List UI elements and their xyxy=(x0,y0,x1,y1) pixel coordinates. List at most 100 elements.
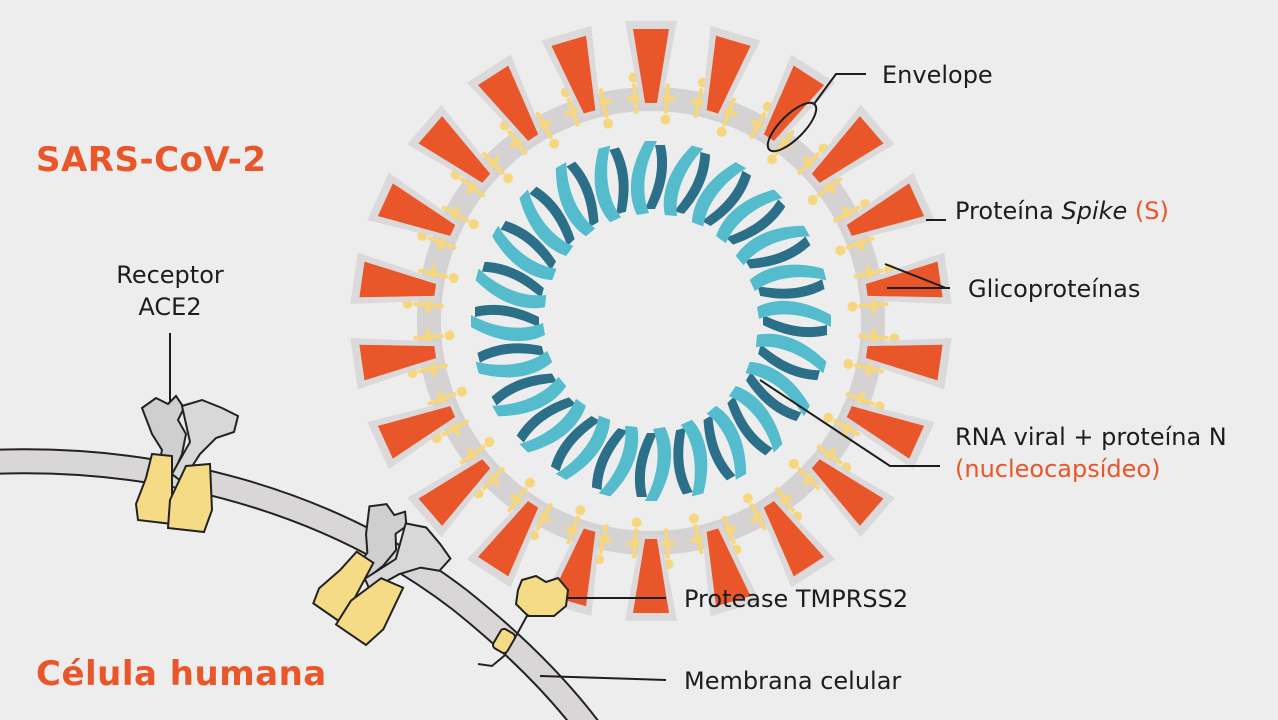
glyco-leader xyxy=(884,263,950,289)
glycoprotein xyxy=(595,88,614,129)
spike-shape xyxy=(865,344,943,381)
ace2-gray-part-2 xyxy=(170,398,240,484)
rna-ribbon-segment xyxy=(749,264,827,299)
rna-label-line2: (nucleocapsídeo) xyxy=(955,455,1161,483)
spike-protein xyxy=(758,495,836,588)
rna-light-strand xyxy=(492,225,557,281)
glycoprotein xyxy=(658,83,675,125)
glyco-bar xyxy=(690,535,707,544)
rna-light-strand xyxy=(555,415,611,480)
spike-protein xyxy=(806,453,895,538)
rna-ribbon-segment xyxy=(475,343,553,378)
rna-dark-strand xyxy=(475,304,539,327)
glyco-bar xyxy=(658,95,675,101)
spike-protein xyxy=(701,25,761,119)
glyco-bar xyxy=(627,541,644,547)
rna-light-strand xyxy=(519,398,586,453)
glycoprotein xyxy=(847,297,889,314)
rna-dark-strand xyxy=(500,220,557,271)
tmprss2-anchor xyxy=(492,627,516,655)
glyco-bar xyxy=(425,297,431,314)
rna-ribbon-segment xyxy=(492,220,557,281)
spike-protein xyxy=(701,523,761,617)
rna-dark-strand xyxy=(758,344,820,381)
rna-dark-strand xyxy=(566,161,599,228)
spike-shape xyxy=(418,116,491,183)
rna-dark-strand xyxy=(529,186,575,247)
spike-shape xyxy=(377,183,456,236)
rna-dark-strand xyxy=(703,414,736,481)
glyco-head xyxy=(847,301,858,312)
rna-light-strand xyxy=(691,162,747,227)
rna-dark-strand xyxy=(701,170,752,227)
rna-light-strand xyxy=(749,264,827,292)
rna-dark-strand xyxy=(516,397,577,443)
glyco-head xyxy=(767,154,778,165)
glyco-head xyxy=(688,513,699,524)
ace2-bound-gray-part-2 xyxy=(363,522,452,592)
glyco-bar xyxy=(595,535,612,544)
receptor-label-line2: ACE2 xyxy=(138,293,202,321)
spike-label-italic: Spike xyxy=(1061,197,1128,225)
spike-protein xyxy=(625,21,677,107)
spike-label: Proteína Spike (S) xyxy=(955,196,1169,226)
rna-ribbon-segment xyxy=(591,425,639,497)
spike-protein xyxy=(407,104,496,189)
glycoprotein xyxy=(459,437,495,466)
rna-light-strand xyxy=(630,141,657,215)
ace2-yellow-left xyxy=(134,452,173,526)
spike-shape xyxy=(811,459,884,526)
spike-shape xyxy=(477,501,539,577)
rna-dark-strand xyxy=(674,152,711,214)
rna-ribbon-segment xyxy=(691,162,752,227)
glyco-label: Glicoproteínas xyxy=(968,275,1141,303)
glyco-head xyxy=(484,437,495,448)
spike-protein xyxy=(407,453,496,538)
rna-ribbon-segment xyxy=(727,386,783,456)
rna-light-strand xyxy=(555,162,596,237)
spike-protein xyxy=(541,25,601,119)
rna-ribbon-segment xyxy=(703,405,747,481)
glyco-bar xyxy=(595,98,612,107)
spike-shape xyxy=(706,35,751,114)
spike-shape xyxy=(359,344,437,381)
spike-protein xyxy=(466,495,544,588)
rna-dark-strand xyxy=(725,199,786,245)
glycoprotein xyxy=(413,328,455,345)
glycoprotein xyxy=(627,517,644,559)
rna-dark-strand xyxy=(477,343,545,363)
rna-light-strand xyxy=(492,376,567,417)
glyco-head xyxy=(660,114,671,125)
receptor-label-line1: Receptor xyxy=(116,261,224,289)
rna-light-strand xyxy=(598,425,639,497)
virus-title: SARS-CoV-2 xyxy=(36,140,267,180)
rna-light-strand xyxy=(475,350,553,378)
cell-title: Célula humana xyxy=(36,654,327,694)
rna-dark-strand xyxy=(645,145,668,209)
glyco-bar xyxy=(690,98,707,107)
membrane-label: Membrana celular xyxy=(684,667,902,695)
spike-shape xyxy=(377,406,456,459)
rna-ribbon-segment xyxy=(755,333,827,381)
glyco-head xyxy=(448,273,459,284)
glyco-head xyxy=(631,517,642,528)
rna-ribbon-segment xyxy=(634,427,672,501)
spike-shape xyxy=(477,65,539,141)
rna-dark-strand xyxy=(491,373,558,406)
rna-dark-strand xyxy=(609,147,629,215)
rna-dark-strand xyxy=(634,433,657,497)
glyco-head xyxy=(456,386,467,397)
rna-ribbon-segment xyxy=(519,186,575,256)
rna-ribbon-segment xyxy=(673,419,708,497)
rna-ribbon-segment xyxy=(630,141,668,215)
rna-leader xyxy=(759,379,940,467)
glyco-head xyxy=(716,126,727,137)
rna-light-strand xyxy=(755,333,827,374)
membrane-leader xyxy=(539,675,667,681)
ace2-gray-part xyxy=(140,394,188,488)
tmprss2-stalk xyxy=(477,613,529,668)
spike-protein xyxy=(841,172,935,242)
rna-dark-strand xyxy=(727,395,773,456)
rna-ribbon-segment xyxy=(594,145,629,223)
